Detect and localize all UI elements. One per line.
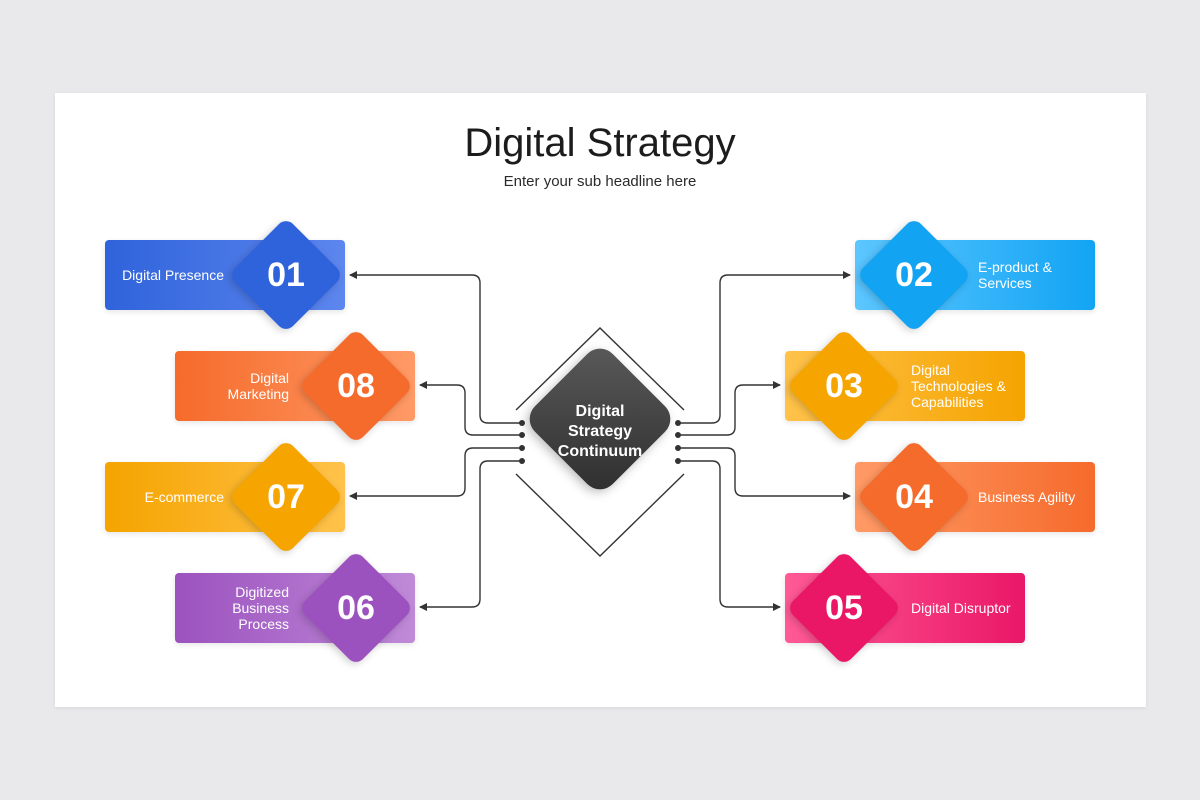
connector-08 [419, 381, 522, 436]
item-04-label: Business Agility [978, 489, 1076, 505]
item-04-number: 04 [895, 477, 933, 516]
center-frame-bottom [515, 473, 685, 557]
connector-03 [678, 381, 781, 436]
center-frame-top [515, 327, 685, 411]
item-01-label: Digital Presence [122, 267, 224, 283]
connector-05 [678, 460, 781, 611]
connector-04 [678, 447, 851, 500]
connector-02 [678, 271, 851, 424]
page-title: Digital Strategy [464, 121, 736, 165]
item-01-number: 01 [267, 255, 305, 294]
item-03-number: 03 [825, 366, 863, 405]
connector-06 [419, 460, 522, 611]
connector-07 [349, 447, 522, 500]
item-05-number: 05 [825, 588, 863, 627]
item-05-label: Digital Disruptor [911, 600, 1011, 616]
item-07-number: 07 [267, 477, 305, 516]
item-06-number: 06 [337, 588, 375, 627]
item-02-number: 02 [895, 255, 933, 294]
item-07-label: E-commerce [144, 489, 224, 505]
page-subtitle: Enter your sub headline here [503, 173, 697, 190]
connector-01 [349, 271, 522, 424]
item-02-label: E-product &Services [978, 259, 1052, 291]
item-08-number: 08 [337, 366, 375, 405]
center-label: Digital Strategy Continuum [557, 403, 643, 460]
